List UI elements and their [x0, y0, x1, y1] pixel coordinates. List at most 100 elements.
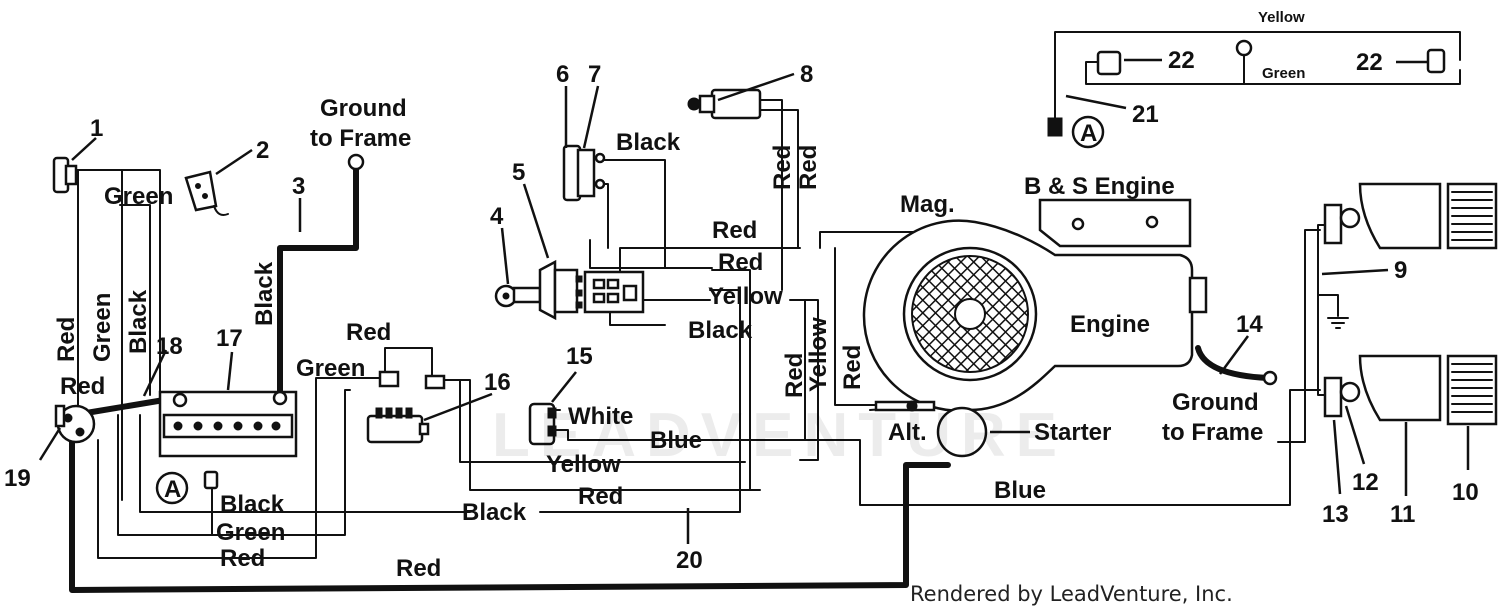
label-starter: Starter: [1034, 419, 1111, 446]
wire-label-red-8b: Red: [795, 145, 822, 190]
wire-label-red-16: Red: [346, 319, 391, 346]
callout-17: 17: [216, 325, 243, 352]
component-starter: [874, 400, 988, 458]
wire-lights-9: [1317, 224, 1326, 396]
label-mag: Mag.: [900, 191, 955, 218]
component-19-solenoid: [54, 404, 96, 444]
wire-sw-4: [609, 309, 666, 326]
callout-1: 1: [90, 115, 103, 142]
component-4-key: [494, 284, 542, 308]
wire-label-yellow-sw: Yellow: [708, 283, 783, 310]
wire-label-yellow-top: Yellow: [1258, 9, 1305, 26]
wire-label-red-8a: Red: [769, 145, 796, 190]
callout-16: 16: [484, 369, 511, 396]
callout-22a: 22: [1168, 47, 1195, 74]
watermark: LEADVENTURE: [492, 401, 1068, 470]
callout-14: 14: [1236, 311, 1263, 338]
component-21-22: [1047, 39, 1446, 137]
credit-text: Rendered by LeadVenture, Inc.: [910, 582, 1233, 606]
callout-13: 13: [1322, 501, 1349, 528]
wire-top-yellow: [1054, 31, 1461, 126]
components: [52, 39, 1498, 490]
component-1-plug: [52, 156, 78, 194]
wire-8-red-b: [759, 109, 799, 249]
callout-7: 7: [588, 61, 601, 88]
component-labels: Ground to Frame B & S Engine Engine Mag.…: [310, 95, 1263, 446]
wire-red-left: [69, 169, 79, 407]
wire-label-red-a: Red: [220, 545, 265, 572]
callout-12: 12: [1352, 469, 1379, 496]
label-ground-top-1: Ground: [320, 95, 407, 122]
callout-numbers: 1 2 3 4 5 6 7 8 9 10 11 12 13 14 15 16 1…: [4, 47, 1479, 574]
wires: [65, 31, 1461, 593]
wire-label-black-main: Black: [462, 499, 527, 526]
component-16-module: [366, 370, 446, 444]
connector-a-left: [203, 470, 219, 490]
wire-label-red-main: Red: [578, 483, 623, 510]
wire-ground-right: [1277, 229, 1321, 443]
callout-20: 20: [676, 547, 703, 574]
wire-label-black-7: Black: [616, 129, 681, 156]
callout-19: 19: [4, 465, 31, 492]
callout-2: 2: [256, 137, 269, 164]
callout-18: 18: [156, 333, 183, 360]
label-ground-right-2: to Frame: [1162, 419, 1263, 446]
wire-a-green: [117, 389, 351, 536]
wire-label-black-left: Black: [125, 289, 152, 354]
callout-10: 10: [1452, 479, 1479, 506]
wire-7-b: [603, 183, 609, 249]
wire-label-red-left: Red: [53, 317, 80, 362]
wire-label-black-3: Black: [251, 261, 278, 326]
wire-label-green-1: Green: [104, 183, 173, 210]
callout-15: 15: [566, 343, 593, 370]
wire-label-red-sw1: Red: [712, 217, 757, 244]
component-15-switch: [528, 402, 557, 446]
component-engine: [862, 198, 1208, 412]
callout-6: 6: [556, 61, 569, 88]
wire-label-red-mid1: Red: [781, 353, 808, 398]
wire-label-red-sw2: Red: [718, 249, 763, 276]
wire-green-2: [119, 204, 151, 396]
wire-green-left: [65, 169, 123, 501]
ground-terminal-right: [1262, 370, 1278, 386]
wire-label-yellow-mid: Yellow: [805, 317, 832, 392]
label-engine-name: B & S Engine: [1024, 173, 1175, 200]
component-6-7-switch: [562, 144, 606, 202]
callout-9: 9: [1394, 257, 1407, 284]
callout-5: 5: [512, 159, 525, 186]
wire-16-out: [439, 379, 761, 491]
wire-black-left: [121, 169, 161, 396]
wire-red-mid: [799, 299, 806, 441]
wire-label-blue-right: Blue: [994, 477, 1046, 504]
wire-top-green: [1085, 61, 1461, 85]
engine-ground-strap: [1195, 345, 1271, 381]
callout-11: 11: [1390, 501, 1415, 528]
wire-label-red-18: Red: [60, 373, 105, 400]
wire-7-black: [602, 159, 666, 269]
component-8-light-switch: [687, 88, 762, 120]
callout-3: 3: [292, 173, 305, 200]
wire-label-blue-15: Blue: [650, 427, 702, 454]
callout-22b: 22: [1356, 49, 1383, 76]
component-5-ignition: [538, 259, 583, 321]
wire-sw-1: [589, 239, 713, 269]
marker-a-right: A: [1080, 120, 1097, 147]
connector-markers: A A: [155, 115, 1105, 505]
component-lights: [1323, 182, 1498, 426]
wire-label-green-left: Green: [89, 293, 116, 362]
callout-8: 8: [800, 61, 813, 88]
wire-label-green-a: Green: [216, 519, 285, 546]
battery-ground-cable: [277, 165, 359, 395]
label-alt: Alt.: [888, 419, 927, 446]
wire-label-white-15: White: [568, 403, 633, 430]
callout-arrows: [38, 58, 1470, 544]
marker-a-left: A: [164, 476, 181, 503]
callout-21: 21: [1132, 101, 1159, 128]
component-switch-connector: [583, 270, 645, 314]
component-17-battery: [158, 390, 298, 458]
wire-15-blue: [554, 389, 1321, 506]
wire-labels: Green Black Black Red Red Red Red Yellow…: [53, 9, 1305, 582]
label-ground-top-2: to Frame: [310, 125, 411, 152]
wire-a-red: [97, 377, 386, 559]
